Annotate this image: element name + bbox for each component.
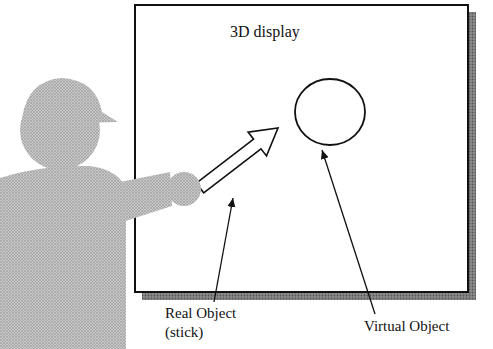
leader-line bbox=[214, 198, 233, 302]
leader-line bbox=[322, 150, 375, 314]
callout-label: Real Object (stick) bbox=[165, 304, 260, 342]
virtual-circle bbox=[295, 79, 365, 145]
stick-arrow bbox=[196, 128, 278, 193]
person-figure bbox=[0, 78, 172, 349]
display-frame bbox=[135, 5, 468, 292]
hand bbox=[167, 172, 201, 206]
callout-label: Virtual Object bbox=[364, 317, 490, 336]
node-title: 3D display bbox=[230, 23, 300, 41]
display-box: 3D display bbox=[135, 5, 468, 292]
